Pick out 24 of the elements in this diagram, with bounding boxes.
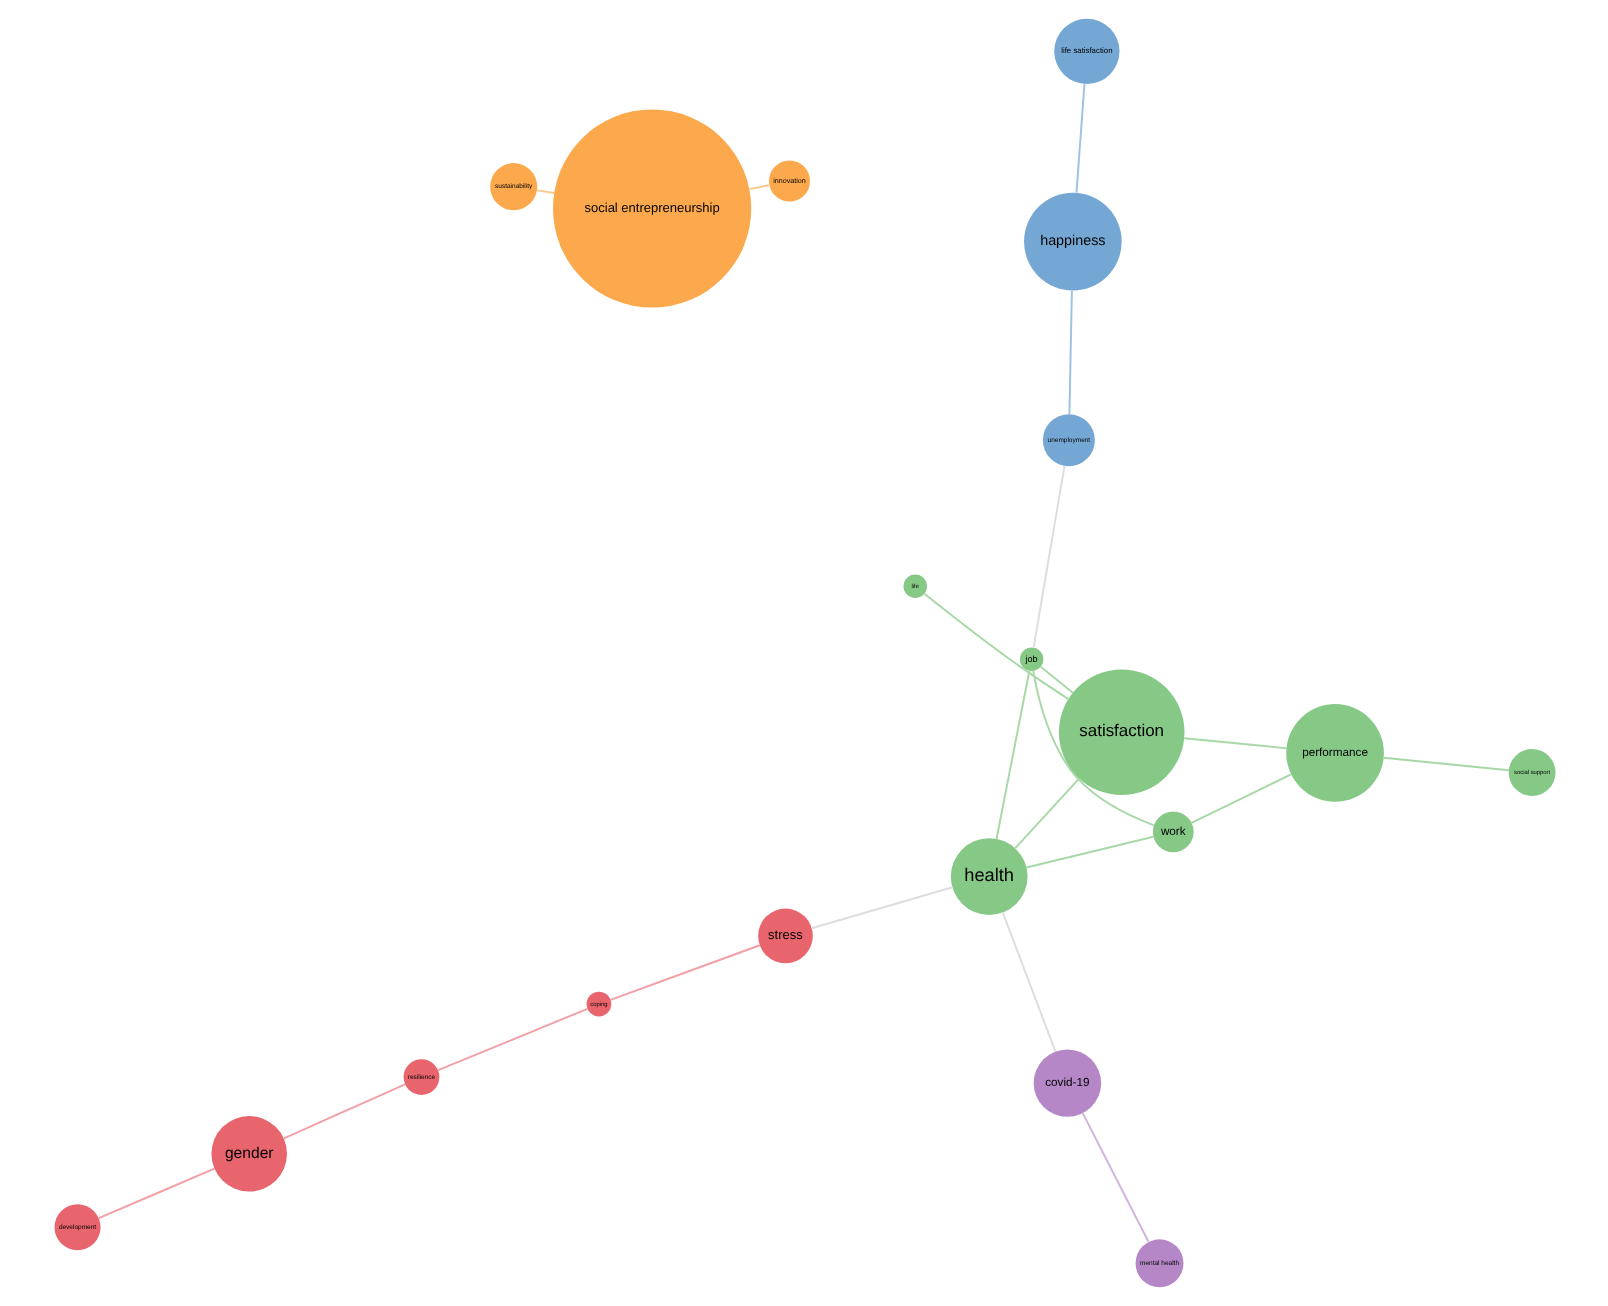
connector [1024,835,1154,869]
connector [1381,756,1509,772]
connector [96,1167,215,1220]
connector [747,184,769,191]
connector [1189,773,1291,824]
connector [994,670,1030,840]
connector [1031,464,1065,649]
connector [535,189,554,194]
node-circle: gender [210,1116,286,1192]
connector [1038,665,1073,694]
connector [1013,777,1079,850]
connector [1182,737,1287,750]
connector [1067,289,1072,416]
connector [608,944,760,1001]
connector [1031,670,1154,827]
connector [1080,1112,1149,1243]
connector [1000,911,1056,1053]
connector [922,592,1069,701]
connector [436,1007,588,1072]
connector [281,1083,406,1140]
node-circle: health [949,838,1027,915]
connector [809,886,953,930]
connector [1074,83,1085,194]
node-circle: satisfaction [1057,669,1184,795]
